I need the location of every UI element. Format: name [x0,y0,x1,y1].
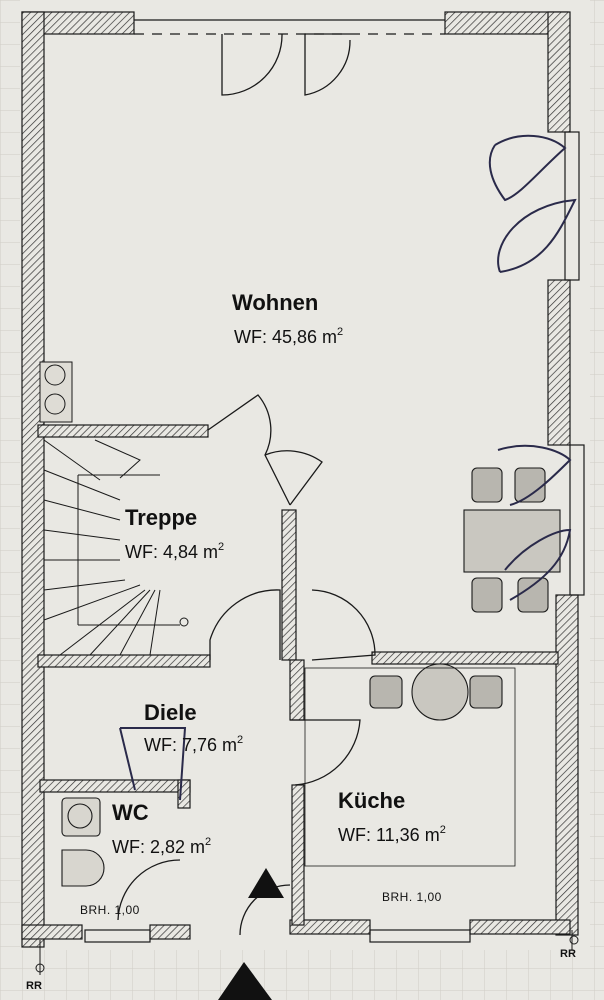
room-name-wc: WC [112,800,149,825]
room-name-kueche: Küche [338,788,406,813]
heating-units [39,361,73,423]
sill-height-kueche: BRH. 1,00 [382,890,442,904]
downpipe-label-left: RR [26,980,42,992]
room-area-kueche: WF: 11,36 m2 [338,824,446,845]
room-area-diele: WF: 7,76 m2 [144,734,244,755]
kitchen-table-set [304,663,516,867]
outer-walls [21,11,579,948]
pen-marks [119,134,577,801]
downpipe-markers [35,930,579,975]
room-area-wohnen: WF: 45,86 m2 [234,326,344,347]
room-area-wc: WF: 2,82 m2 [112,836,212,857]
staircase [43,439,189,656]
downpipe-label-right: RR [560,948,576,960]
sill-height-wc: BRH. 1,00 [80,903,140,917]
wc-fixtures [61,797,105,887]
windows [84,19,585,943]
room-name-treppe: Treppe [125,505,198,530]
entrance-arrows [218,868,284,1000]
doors [117,33,376,936]
room-name-diele: Diele [144,700,197,725]
room-name-wohnen: Wohnen [232,290,319,315]
room-area-treppe: WF: 4,84 m2 [125,541,225,562]
